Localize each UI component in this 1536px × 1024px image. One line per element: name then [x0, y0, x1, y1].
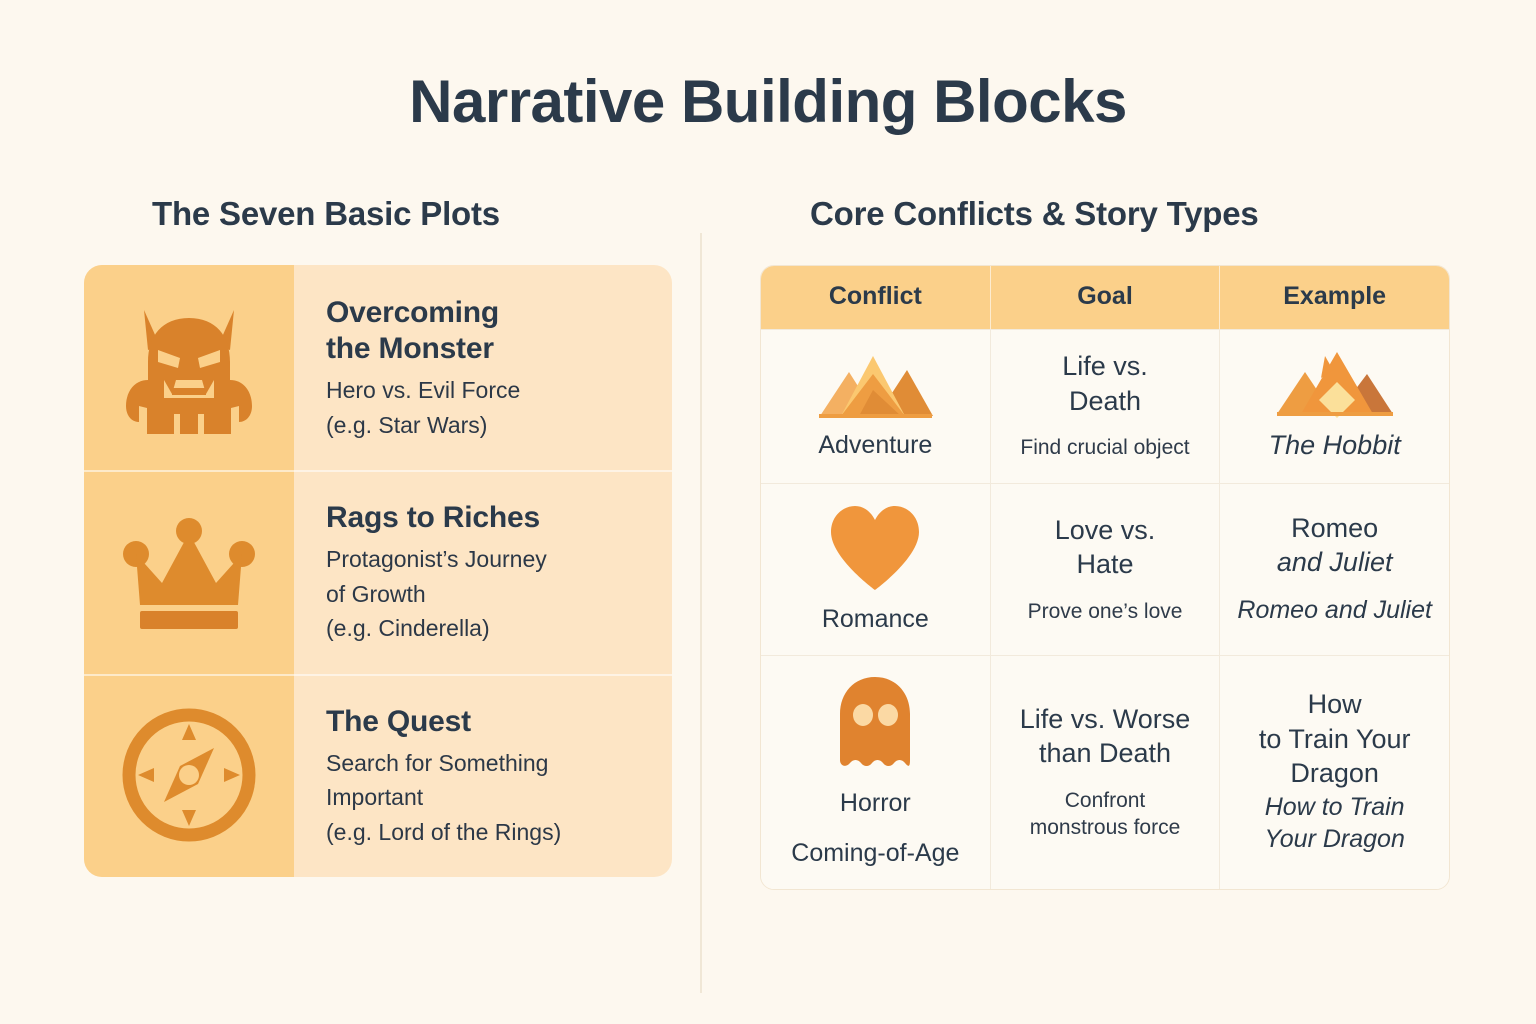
ghost-icon — [840, 677, 911, 767]
table-row[interactable]: Romance Love vs. Hate Prove one’s love R… — [761, 483, 1449, 656]
cell-example-romance: Romeo and Juliet Romeo and Juliet — [1219, 484, 1449, 656]
goal-secondary: Find crucial object — [1020, 436, 1190, 460]
cell-goal-horror: Life vs. Worse than Death Confront monst… — [989, 656, 1220, 889]
goal-secondary: Confront monstrous force — [1030, 787, 1181, 842]
conflict-label-secondary: Coming-of-Age — [791, 838, 960, 867]
conflict-table: Conflict Goal Example Adventure — [760, 265, 1450, 890]
example-title-italic-full: Romeo and Juliet — [1237, 596, 1432, 625]
plot-description: Hero vs. Evil Force (e.g. Star Wars) — [326, 373, 646, 442]
cell-example-adventure: The Hobbit — [1219, 330, 1449, 484]
example-title-plain: How to Train Your Dragon — [1259, 687, 1411, 791]
plot-name-line1: Overcoming — [326, 296, 500, 329]
cell-conflict-adventure: Adventure — [761, 330, 990, 483]
monster-icon — [126, 309, 252, 434]
goal-secondary-line2: monstrous force — [1029, 816, 1181, 840]
example-plain-line1: How — [1307, 689, 1362, 720]
plot-desc-line3: (e.g. Lord of the Rings) — [326, 818, 562, 845]
plot-text-cell: Rags to Riches Protagonist’s Journey of … — [294, 470, 672, 674]
table-row[interactable]: Horror Coming-of-Age Life vs. Worse than… — [761, 655, 1449, 889]
mountains-icon — [1276, 352, 1393, 418]
column-divider — [700, 233, 702, 993]
plot-desc-line2: (e.g. Star Wars) — [326, 411, 488, 438]
goal-secondary-line1: Confront — [1064, 788, 1146, 812]
example-plain-line3: Dragon — [1290, 758, 1379, 789]
cell-conflict-romance: Romance — [761, 484, 990, 655]
plot-description: Protagonist’s Journey of Growth (e.g. Ci… — [326, 542, 646, 646]
left-section-heading: The Seven Basic Plots — [152, 195, 500, 232]
goal-primary-line1: Love vs. — [1054, 514, 1156, 545]
column-header-conflict: Conflict — [828, 282, 922, 310]
column-header-goal: Goal — [989, 266, 1220, 329]
example-title-italic: The Hobbit — [1268, 430, 1401, 460]
content-columns: The Seven Basic Plots — [0, 195, 1536, 993]
table-row[interactable]: Adventure Life vs. Death Find crucial ob… — [761, 329, 1449, 484]
plot-card-list: Overcoming the Monster Hero vs. Evil For… — [84, 265, 672, 877]
plot-name: Overcoming the Monster — [326, 295, 646, 367]
cell-goal-adventure: Life vs. Death Find crucial object — [989, 330, 1220, 484]
goal-primary-line2: than Death — [1038, 738, 1172, 769]
plot-desc-line1: Search for Something — [326, 749, 549, 776]
cell-goal-romance: Love vs. Hate Prove one’s love — [989, 484, 1220, 656]
conflict-label: Horror — [839, 789, 911, 818]
crown-icon — [123, 517, 255, 629]
page-title: Narrative Building Blocks — [409, 68, 1127, 135]
goal-primary-line1: Life vs. Worse — [1019, 703, 1191, 734]
plot-text-cell: The Quest Search for Something Important… — [294, 674, 672, 878]
conflict-label: Adventure — [818, 430, 933, 459]
plot-row-the-quest[interactable]: The Quest Search for Something Important… — [84, 673, 672, 878]
goal-primary: Life vs. Death — [1062, 349, 1148, 418]
plot-desc-line1: Protagonist’s Journey — [326, 546, 547, 572]
plot-row-overcoming-the-monster[interactable]: Overcoming the Monster Hero vs. Evil For… — [84, 265, 672, 470]
right-section-heading: Core Conflicts & Story Types — [810, 195, 1259, 232]
goal-primary-line1: Life vs. — [1062, 351, 1148, 382]
goal-primary: Love vs. Hate — [1055, 513, 1156, 582]
column-header-example: Example — [1219, 266, 1449, 329]
plot-desc-line3: (e.g. Cinderella) — [326, 615, 490, 641]
heart-icon — [831, 506, 920, 591]
core-conflicts-panel: Core Conflicts & Story Types Conflict Go… — [702, 195, 1536, 890]
example-title-italic: and Juliet — [1276, 547, 1393, 578]
plot-desc-line2: of Growth — [326, 580, 426, 607]
table-header-row: Conflict Goal Example — [761, 266, 1449, 329]
cell-example-horror: How to Train Your Dragon How to Train Yo… — [1219, 656, 1449, 889]
example-plain-line2: to Train Your — [1258, 723, 1411, 754]
example-italic-line2: Your Dragon — [1264, 825, 1405, 854]
plot-icon-cell — [84, 470, 294, 674]
plot-description: Search for Something Important (e.g. Lor… — [326, 746, 646, 850]
mountains-icon — [819, 355, 934, 418]
goal-primary-line2: Hate — [1076, 549, 1134, 580]
compass-icon — [122, 708, 256, 842]
plot-desc-line1: Hero vs. Evil Force — [326, 377, 521, 403]
plot-icon-cell — [84, 265, 294, 470]
example-title-italic: How to Train Your Dragon — [1264, 791, 1404, 856]
plot-row-rags-to-riches[interactable]: Rags to Riches Protagonist’s Journey of … — [84, 470, 672, 674]
example-title-plain: Romeo — [1291, 512, 1379, 543]
cell-conflict-horror: Horror Coming-of-Age — [761, 656, 990, 889]
plot-name: The Quest — [326, 704, 471, 738]
plot-name-line2: the Monster — [326, 332, 494, 365]
example-italic-line1: How to Train — [1264, 792, 1405, 821]
goal-primary-line2: Death — [1068, 385, 1142, 416]
plot-desc-line2: Important — [326, 784, 424, 810]
plot-icon-cell — [84, 673, 294, 877]
goal-primary: Life vs. Worse than Death — [1020, 702, 1191, 771]
plot-text-cell: Overcoming the Monster Hero vs. Evil For… — [294, 265, 672, 470]
goal-secondary: Prove one’s love — [1027, 599, 1183, 623]
plot-name: Rags to Riches — [326, 501, 540, 534]
seven-basic-plots-panel: The Seven Basic Plots — [0, 195, 700, 877]
conflict-label: Romance — [821, 605, 929, 634]
